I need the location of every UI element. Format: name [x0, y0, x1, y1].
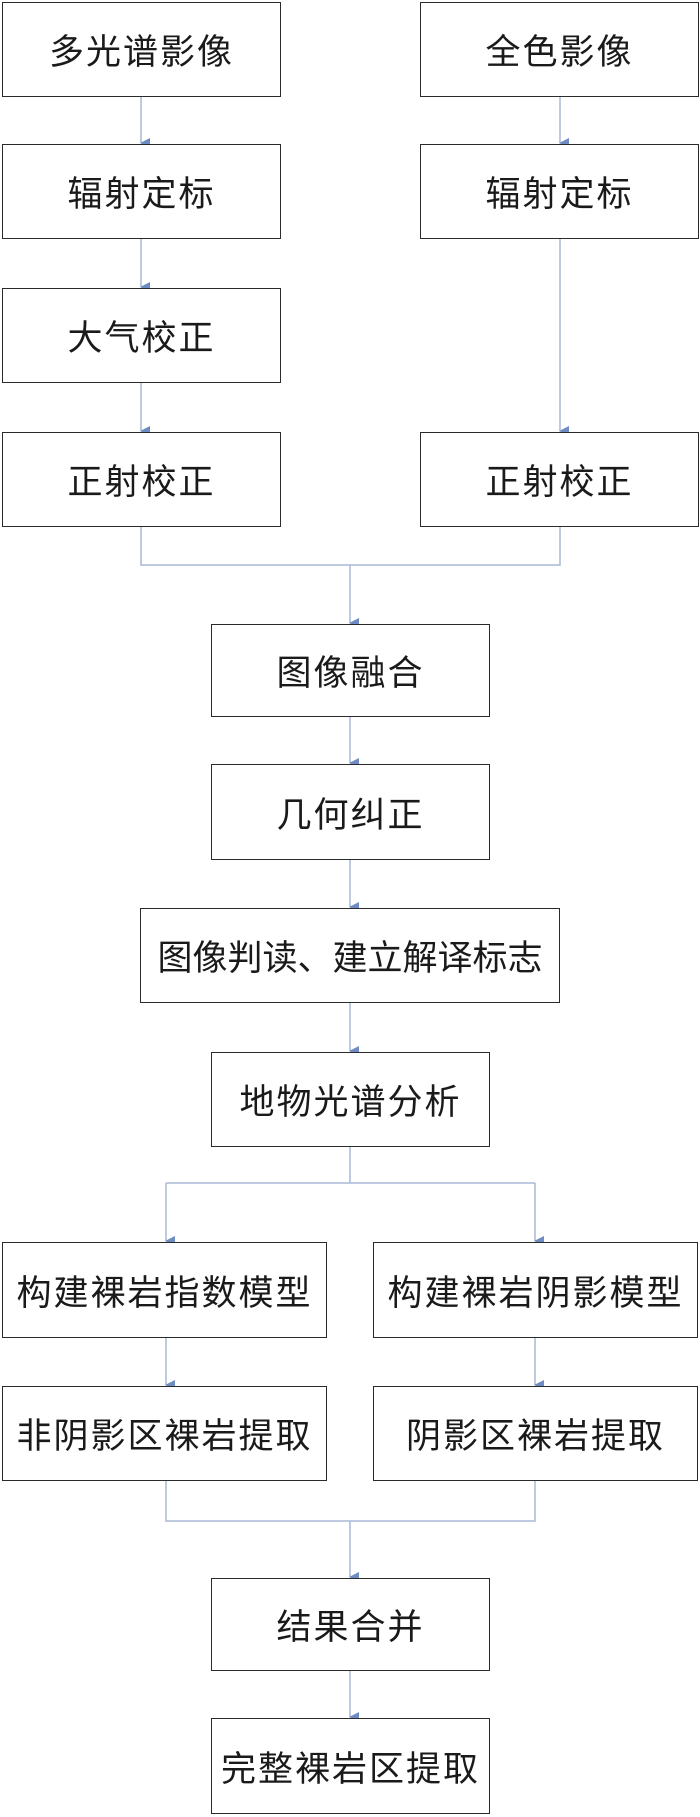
node-shadow-extract: 阴影区裸岩提取 [373, 1386, 698, 1481]
node-ortho-pan: 正射校正 [420, 432, 699, 527]
node-geo-corr: 几何纠正 [211, 764, 490, 860]
node-final: 完整裸岩区提取 [211, 1718, 490, 1814]
node-index-model: 构建裸岩指数模型 [2, 1242, 327, 1338]
node-atm-corr: 大气校正 [2, 288, 281, 383]
node-rad-cal-ms: 辐射定标 [2, 144, 281, 239]
node-shadow-model: 构建裸岩阴影模型 [373, 1242, 698, 1338]
node-panchromatic: 全色影像 [420, 2, 699, 97]
node-interpretation: 图像判读、建立解译标志 [140, 908, 560, 1003]
node-merge: 结果合并 [211, 1578, 490, 1671]
node-ortho-ms: 正射校正 [2, 432, 281, 527]
node-rad-cal-pan: 辐射定标 [420, 144, 699, 239]
edge-ortho-merge [140, 527, 561, 566]
node-non-shadow-extract: 非阴影区裸岩提取 [2, 1386, 327, 1481]
edge-extract-merge [165, 1481, 536, 1522]
node-fusion: 图像融合 [211, 624, 490, 717]
node-multispectral: 多光谱影像 [2, 2, 281, 97]
node-spectral: 地物光谱分析 [211, 1052, 490, 1147]
